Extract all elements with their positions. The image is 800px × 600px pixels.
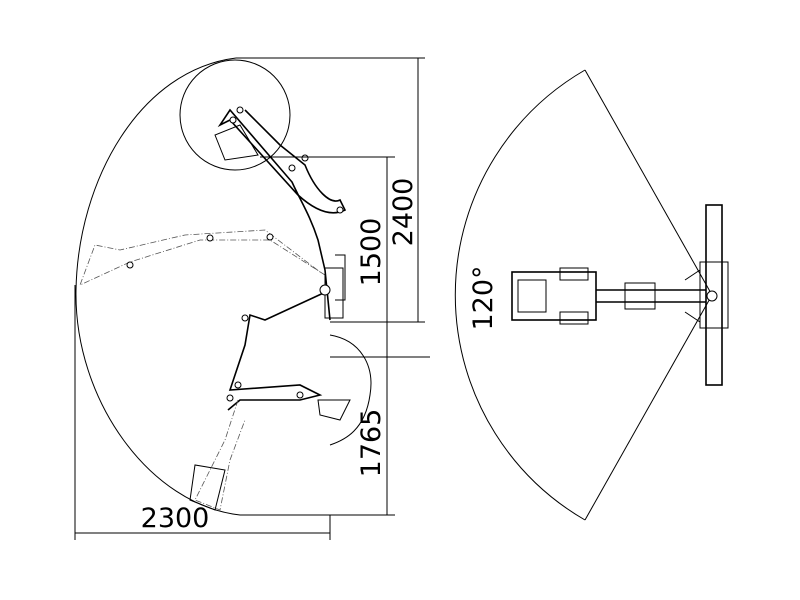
label-120-degrees: 120° xyxy=(468,265,499,330)
boom-lowered xyxy=(189,289,351,511)
label-1765: 1765 xyxy=(356,409,387,478)
dimension-lines xyxy=(74,57,430,540)
top-bucket-arc xyxy=(179,59,291,171)
swing-mount xyxy=(319,254,346,319)
boom-raised xyxy=(214,106,347,321)
bottom-bucket-arc xyxy=(329,334,372,446)
label-2400: 2400 xyxy=(388,178,419,247)
label-2300: 2300 xyxy=(141,503,210,534)
slew-arc xyxy=(454,69,586,521)
top-view-excavator xyxy=(454,69,729,521)
reach-envelope xyxy=(75,57,330,516)
boom-horizontal xyxy=(79,229,326,286)
label-1500: 1500 xyxy=(356,218,387,287)
